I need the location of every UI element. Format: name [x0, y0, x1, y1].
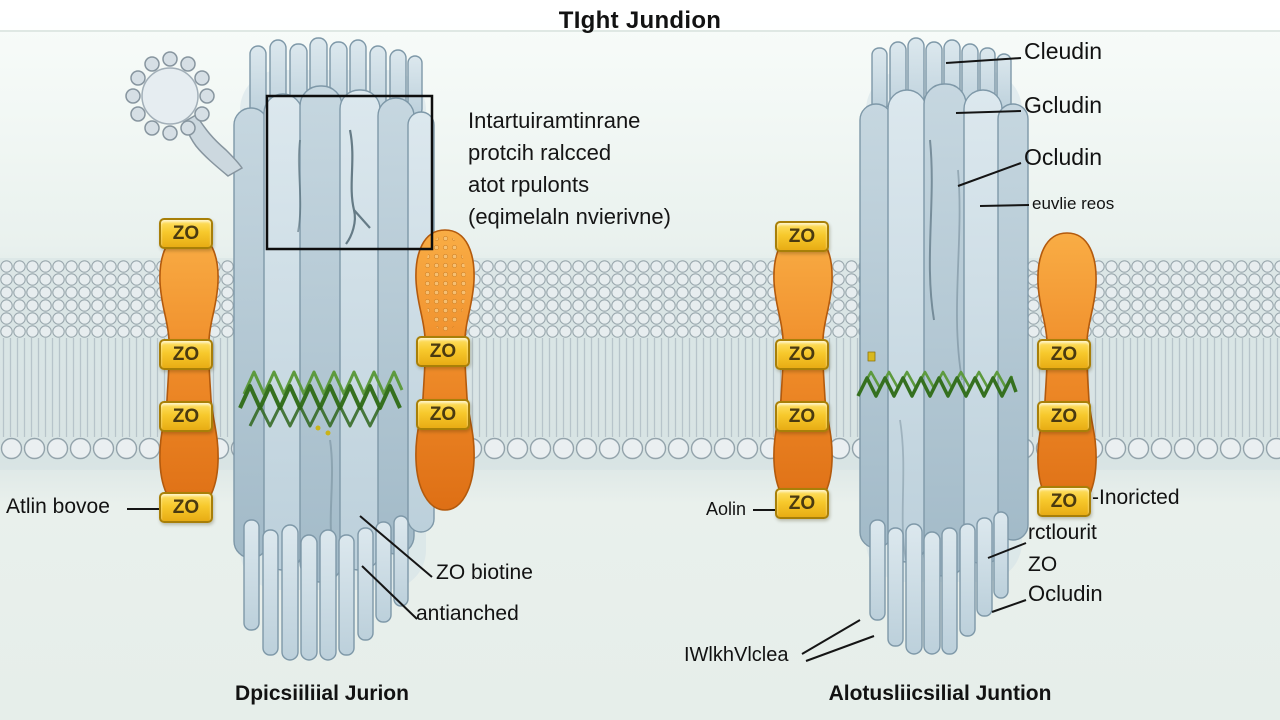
rctlourit-pointer-line [987, 542, 1027, 559]
zo-box: ZO [416, 399, 470, 430]
label-inoricted: -Inoricted [1092, 486, 1180, 509]
vesicle-icon [125, 51, 244, 177]
zo-box: ZO [416, 336, 470, 367]
label-actin-left: Atlin bovoe [6, 495, 110, 518]
zo-biotine-pointer-line [359, 515, 433, 578]
zo-box: ZO [1037, 401, 1091, 432]
label-wlk: IWlkhVlclea [684, 644, 789, 666]
orange-protein-right-2 [1037, 232, 1097, 514]
label-zo-right: ZO [1028, 553, 1058, 576]
label-ocludin-bottom: Ocludin [1028, 581, 1103, 606]
antianched-pointer-line [361, 565, 418, 620]
zo-box: ZO [159, 492, 213, 523]
right-complex-bottom-strands [869, 511, 1009, 655]
label-claudin: Cleudin [1024, 38, 1102, 64]
label-gcludin: Gcludin [1024, 92, 1102, 118]
orange-protein-texture [424, 235, 466, 331]
top-band [0, 0, 1280, 30]
highlight-box [265, 94, 434, 251]
zo-box: ZO [1037, 486, 1091, 517]
diagram-title: TIght Jundion [558, 7, 722, 34]
caption-left-junction: Dpicsiiliial Jurion [235, 682, 409, 705]
left-green-zigzag [238, 370, 404, 436]
zo-box: ZO [775, 221, 829, 252]
right-protein-complex [859, 37, 1029, 655]
small-label-pointer-line [979, 204, 1030, 207]
zo-box: ZO [159, 401, 213, 432]
left-protein-complex [233, 37, 435, 661]
gcludin-pointer-line [955, 110, 1022, 114]
zo-box: ZO [775, 401, 829, 432]
zo-box: ZO [775, 488, 829, 519]
membrane-note-line1: Intartuiramtinrane [468, 108, 641, 133]
ocludin-bottom-pointer-line [991, 599, 1027, 613]
wlk-pointer-line-1 [801, 619, 861, 655]
zo-box: ZO [159, 339, 213, 370]
right-complex-filaments [899, 139, 963, 561]
label-aolin: Aolin [706, 499, 747, 519]
left-complex-columns [233, 85, 435, 583]
right-complex-columns [859, 83, 1029, 577]
label-small-note: euvlie reos [1032, 194, 1115, 213]
left-complex-bottom-strands [243, 515, 409, 661]
right-green-zigzag [856, 351, 1018, 398]
ocludin-pointer-line [957, 162, 1022, 187]
membrane-note-line3: atot rpulonts [468, 172, 590, 197]
label-zo-biotine: ZO biotine [436, 561, 533, 584]
caption-right-junction: Alotusliicsilial Juntion [828, 682, 1052, 705]
zo-box: ZO [775, 339, 829, 370]
orange-protein-right-1 [773, 230, 833, 512]
label-rctlourit: rctlourit [1028, 521, 1097, 544]
membrane-note-line4: (eqimelaln nvierivne) [468, 204, 671, 229]
claudin-pointer-line [945, 57, 1022, 64]
label-ocludin: Ocludin [1024, 144, 1102, 170]
zo-box: ZO [159, 218, 213, 249]
membrane-note-line2: protcih ralcced [468, 140, 612, 165]
label-antianched: antianched [416, 602, 519, 625]
wlk-pointer-line-2 [805, 635, 875, 662]
zo-box: ZO [1037, 339, 1091, 370]
membrane-note: Intartuiramtinrane protcih ralcced atot … [468, 105, 671, 233]
orange-protein-left-1 [159, 231, 219, 513]
pointer-lines [127, 57, 1030, 662]
